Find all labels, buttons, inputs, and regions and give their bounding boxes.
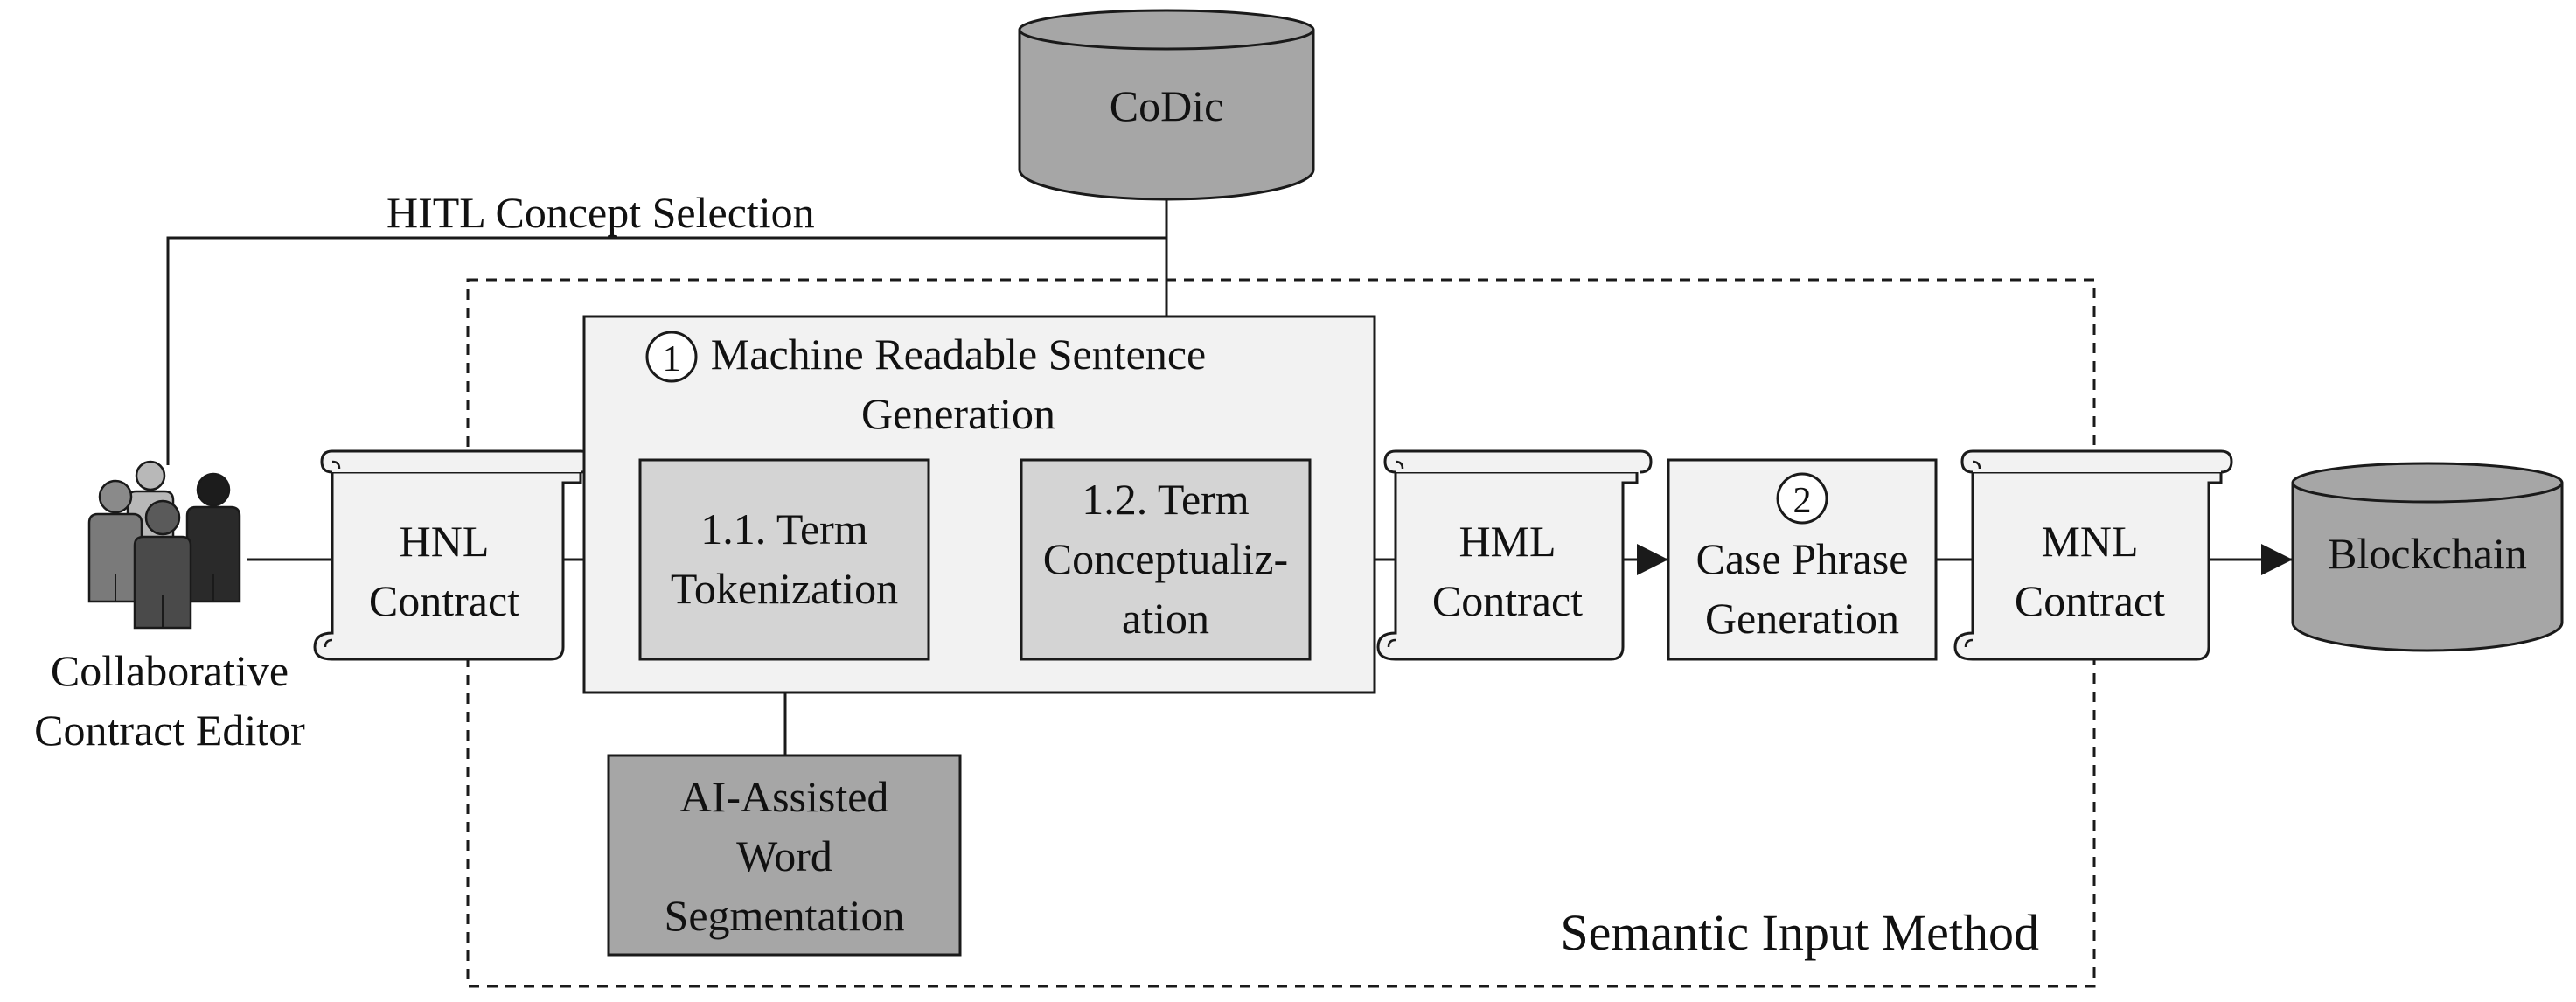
editor-label-line1: Collaborative xyxy=(51,646,289,695)
mnl-contract-scroll: MNL Contract xyxy=(1953,449,2233,661)
ai-line3: Segmentation xyxy=(665,891,905,940)
step1-title-line2: Generation xyxy=(861,389,1055,438)
scroll-icon xyxy=(313,470,582,661)
people-icon xyxy=(87,460,241,630)
step2-number: 2 xyxy=(1793,481,1812,521)
term-tokenization-line1: 1.1. Term xyxy=(700,504,867,553)
scroll-icon xyxy=(1953,470,2223,661)
hitl-label: HITL Concept Selection xyxy=(386,188,815,237)
codic-cylinder-top xyxy=(1018,9,1315,51)
ai-line2: Word xyxy=(736,832,832,880)
term-conceptualization-line1: 1.2. Term xyxy=(1082,475,1249,524)
hml-line1: HML xyxy=(1459,517,1556,566)
step2-line1: Case Phrase xyxy=(1696,534,1909,583)
hitl-connector-line xyxy=(166,236,1166,465)
semantic-input-method-boundary xyxy=(466,278,2096,988)
hnl-contract-scroll: HNL Contract xyxy=(313,449,593,661)
step2-case-phrase-generation-box: 2 Case Phrase Generation xyxy=(1667,458,1938,661)
term-tokenization-box: 1.1. Term Tokenization xyxy=(638,458,930,661)
hml-contract-scroll: HML Contract xyxy=(1376,449,1653,661)
semantic-input-method-label: Semantic Input Method xyxy=(1560,904,2039,961)
ai-line1: AI-Assisted xyxy=(680,772,889,821)
step2-number-circle xyxy=(1776,472,1828,525)
codic-database: CoDic xyxy=(1018,9,1315,201)
term-conceptualization-line3: ation xyxy=(1122,594,1209,643)
codic-cylinder-body xyxy=(1018,30,1315,201)
hnl-line2: Contract xyxy=(369,576,519,625)
mnl-line2: Contract xyxy=(2015,576,2165,625)
step1-number-circle xyxy=(645,331,698,383)
mnl-line1: MNL xyxy=(2041,517,2138,566)
term-conceptualization-box: 1.2. Term Conceptualiz- ation xyxy=(1020,458,1312,661)
step2-line2: Generation xyxy=(1705,594,1899,643)
ai-assisted-word-segmentation-box: AI-Assisted Word Segmentation xyxy=(607,754,962,957)
hnl-line1: HNL xyxy=(400,517,490,566)
codic-label: CoDic xyxy=(1110,81,1224,130)
step1-title-line1: Machine Readable Sentence xyxy=(711,330,1206,379)
editor-label-line2: Contract Editor xyxy=(34,706,305,755)
blockchain-cylinder-top xyxy=(2291,462,2564,504)
step1-machine-readable-sentence-generation: 1 Machine Readable Sentence Generation 1… xyxy=(582,315,1376,694)
blockchain-cylinder-body xyxy=(2291,483,2564,652)
blockchain-database: Blockchain xyxy=(2291,462,2564,652)
step1-number: 1 xyxy=(663,339,681,379)
term-tokenization-line2: Tokenization xyxy=(671,564,898,613)
hml-line2: Contract xyxy=(1432,576,1583,625)
blockchain-label: Blockchain xyxy=(2328,529,2527,578)
term-conceptualization-line2: Conceptualiz- xyxy=(1043,534,1288,583)
scroll-icon xyxy=(1376,470,1639,661)
